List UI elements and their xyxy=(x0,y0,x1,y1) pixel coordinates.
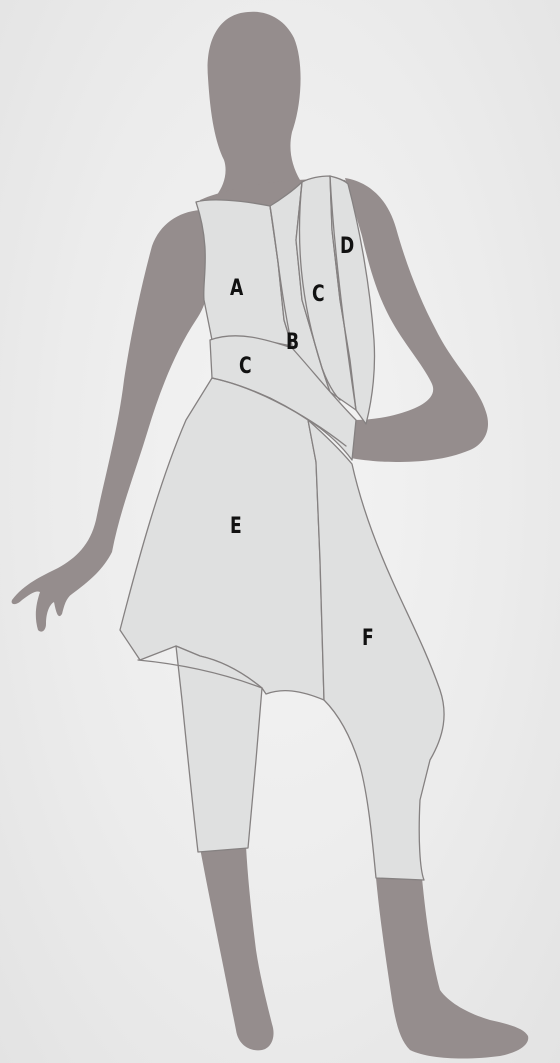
panel-f-shape xyxy=(308,420,444,880)
model-right-leg xyxy=(376,878,528,1058)
panel-c-waist-label: C xyxy=(239,356,252,378)
panel-e-shape xyxy=(120,378,324,700)
panel-a-label: A xyxy=(230,278,243,300)
panel-f-label: F xyxy=(362,628,374,650)
panel-b-label: B xyxy=(286,332,299,354)
panel-e-label: E xyxy=(230,516,242,538)
model-head xyxy=(208,12,301,196)
panel-c-upper-label: C xyxy=(312,284,325,306)
model-left-leg xyxy=(200,846,274,1050)
panel-d-label: D xyxy=(340,236,354,258)
